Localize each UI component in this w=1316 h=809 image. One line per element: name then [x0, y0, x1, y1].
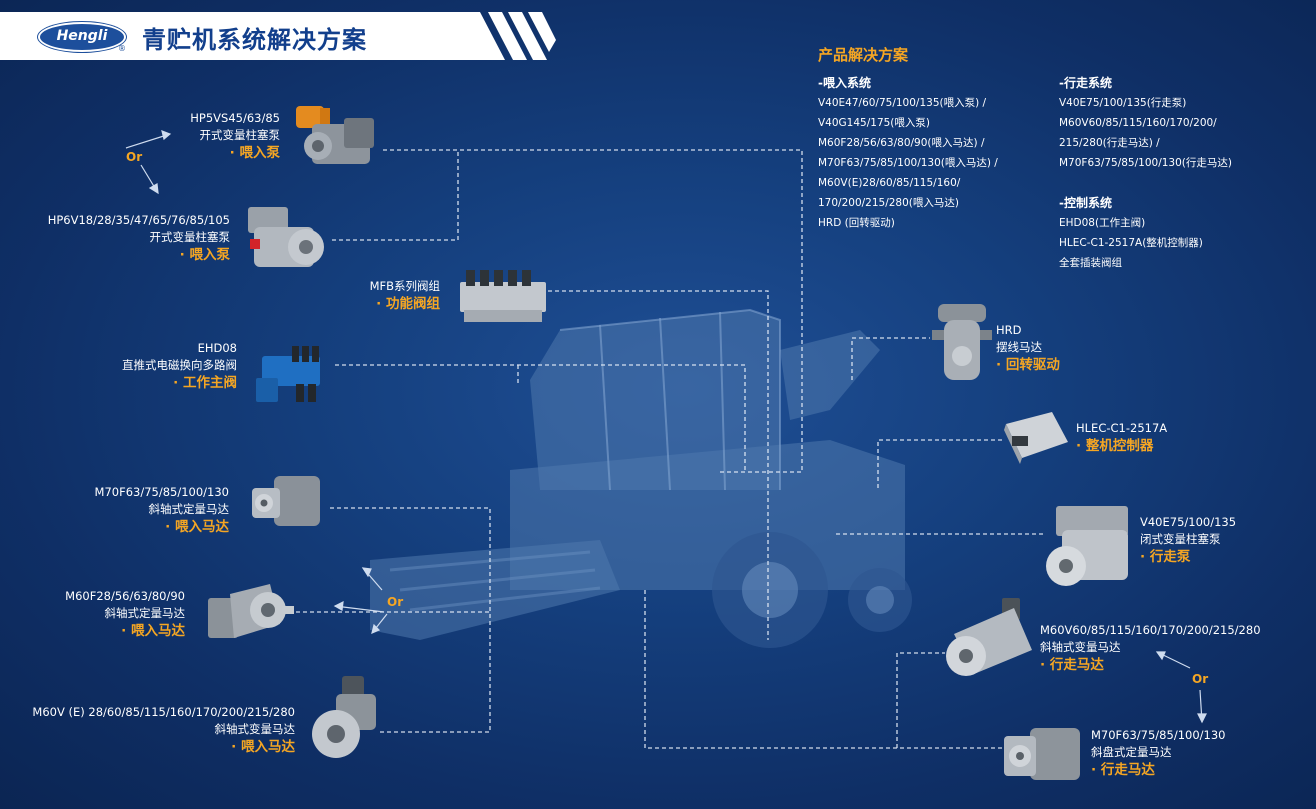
- callout-model: MFB系列阀组: [369, 279, 440, 293]
- callout-desc: 闭式变量柱塞泵: [1140, 532, 1221, 546]
- callout-model: EHD08: [197, 341, 237, 355]
- m60v-travel-motor-image: [946, 598, 1032, 676]
- callout-hrd-motor: HRD 摆线马达 · 回转驱动: [996, 322, 1060, 375]
- hengli-logo: Hengli: [38, 22, 126, 52]
- feed-system-block: -喂入系统 V40E47/60/75/100/135(喂入泵) / V40G14…: [818, 74, 998, 233]
- travel-system-title: -行走系统: [1059, 76, 1112, 90]
- callout-role: · 行走泵: [1140, 549, 1191, 565]
- travel-line: 215/280(行走马达) /: [1059, 137, 1160, 149]
- callout-model: M70F63/75/85/100/130: [94, 485, 229, 499]
- callout-hp6-pump: HP6V18/28/35/47/65/76/85/105 开式变量柱塞泵 · 喂…: [48, 212, 230, 265]
- travel-line: M60V60/85/115/160/170/200/: [1059, 117, 1217, 129]
- callout-model: HP5VS45/63/85: [190, 111, 280, 125]
- ehd08-valve-image: [256, 346, 320, 402]
- feed-line: M70F63/75/85/100/130(喂入马达) /: [818, 157, 998, 169]
- control-system-title: -控制系统: [1059, 196, 1112, 210]
- header-banner: [0, 10, 560, 62]
- callout-model: V40E75/100/135: [1140, 515, 1237, 529]
- callout-m70-travel-motor: M70F63/75/85/100/130 斜盘式定量马达 · 行走马达: [1091, 727, 1225, 780]
- callout-desc: 斜轴式变量马达: [1040, 640, 1121, 654]
- callout-desc: 斜轴式定量马达: [148, 502, 230, 516]
- callout-model: HRD: [996, 323, 1022, 337]
- callout-model: HLEC-C1-2517A: [1076, 421, 1168, 435]
- logo-text: Hengli: [56, 28, 108, 44]
- callout-role: · 行走马达: [1091, 762, 1155, 778]
- callout-m70-feed-motor: M70F63/75/85/100/130 斜轴式定量马达 · 喂入马达: [95, 484, 229, 537]
- callout-desc: 斜轴式定量马达: [104, 606, 186, 620]
- m60f-motor-image: [208, 584, 294, 638]
- callout-m60f-motor: M60F28/56/63/80/90 斜轴式定量马达 · 喂入马达: [65, 588, 185, 641]
- callout-model: M60V60/85/115/160/170/200/215/280: [1040, 623, 1261, 637]
- panel-heading: 产品解决方案: [818, 46, 909, 64]
- registered-mark: ®: [118, 44, 126, 53]
- callout-role: · 喂入马达: [121, 623, 185, 639]
- hrd-motor-image: [932, 304, 992, 380]
- callout-mfb-valve-block: MFB系列阀组 · 功能阀组: [370, 278, 440, 314]
- feed-line: M60V(E)28/60/85/115/160/: [818, 177, 961, 189]
- callout-desc: 直推式电磁换向多路阀: [122, 358, 237, 372]
- control-line: EHD08(工作主阀): [1059, 217, 1146, 229]
- callout-model: M60V (E) 28/60/85/115/160/170/200/215/28…: [32, 705, 295, 719]
- forage-harvester-silhouette: [370, 308, 912, 648]
- callout-role: · 喂入马达: [231, 739, 295, 755]
- callout-desc: 斜轴式变量马达: [214, 722, 296, 736]
- m70-travel-motor-image: [1004, 728, 1080, 780]
- control-line: HLEC-C1-2517A(整机控制器): [1059, 237, 1203, 249]
- callout-role: · 喂入泵: [229, 145, 280, 161]
- control-line: 全套插装阀组: [1059, 257, 1122, 269]
- m60ve-motor-image: [312, 676, 376, 758]
- callout-hlec-controller: HLEC-C1-2517A · 整机控制器: [1076, 420, 1167, 456]
- travel-line: M70F63/75/85/100/130(行走马达): [1059, 157, 1232, 169]
- callout-role: · 喂入泵: [179, 247, 230, 263]
- callout-role: · 回转驱动: [996, 357, 1060, 373]
- feed-line: V40E47/60/75/100/135(喂入泵) /: [818, 97, 987, 109]
- control-system-block: -控制系统 EHD08(工作主阀) HLEC-C1-2517A(整机控制器) 全…: [1059, 194, 1203, 273]
- or-label: Or: [126, 150, 143, 164]
- travel-system-block: -行走系统 V40E75/100/135(行走泵) M60V60/85/115/…: [1059, 74, 1232, 173]
- callout-role: · 功能阀组: [376, 296, 440, 312]
- callout-model: M60F28/56/63/80/90: [65, 589, 185, 603]
- travel-line: V40E75/100/135(行走泵): [1059, 97, 1187, 109]
- callout-m60ve-motor: M60V (E) 28/60/85/115/160/170/200/215/28…: [32, 704, 295, 757]
- mfb-valve-block-image: [460, 270, 546, 322]
- callout-role: · 工作主阀: [173, 375, 237, 391]
- callout-model: M70F63/75/85/100/130: [1091, 728, 1226, 742]
- callout-desc: 摆线马达: [996, 340, 1042, 354]
- callout-desc: 开式变量柱塞泵: [199, 128, 281, 142]
- callout-desc: 开式变量柱塞泵: [149, 230, 231, 244]
- callout-role: · 整机控制器: [1076, 438, 1154, 454]
- feed-line: M60F28/56/63/80/90(喂入马达) /: [818, 137, 985, 149]
- page-title: 青贮机系统解决方案: [142, 26, 367, 54]
- callout-v40e-pump: V40E75/100/135 闭式变量柱塞泵 · 行走泵: [1140, 514, 1236, 567]
- callout-m60v-travel-motor: M60V60/85/115/160/170/200/215/280 斜轴式变量马…: [1040, 622, 1261, 675]
- header-bar-shape: [0, 12, 556, 60]
- hlec-controller-image: [1004, 412, 1068, 464]
- hp5-pump-image: [296, 106, 374, 164]
- or-label: Or: [387, 595, 404, 609]
- callout-model: HP6V18/28/35/47/65/76/85/105: [47, 213, 230, 227]
- hp6-pump-image: [248, 207, 324, 267]
- callout-hp5-pump: HP5VS45/63/85 开式变量柱塞泵 · 喂入泵: [190, 110, 280, 163]
- feed-line: V40G145/175(喂入泵): [818, 117, 930, 129]
- feed-line: 170/200/215/280(喂入马达): [818, 197, 959, 209]
- or-label: Or: [1192, 672, 1209, 686]
- feed-line: HRD (回转驱动): [818, 217, 895, 229]
- callout-desc: 斜盘式定量马达: [1091, 745, 1172, 759]
- v40e-pump-image: [1046, 506, 1128, 586]
- callout-role: · 喂入马达: [165, 519, 229, 535]
- callout-role: · 行走马达: [1040, 657, 1104, 673]
- m70-feed-motor-image: [252, 476, 320, 526]
- feed-system-title: -喂入系统: [818, 76, 871, 90]
- callout-ehd08-valve: EHD08 直推式电磁换向多路阀 · 工作主阀: [122, 340, 237, 393]
